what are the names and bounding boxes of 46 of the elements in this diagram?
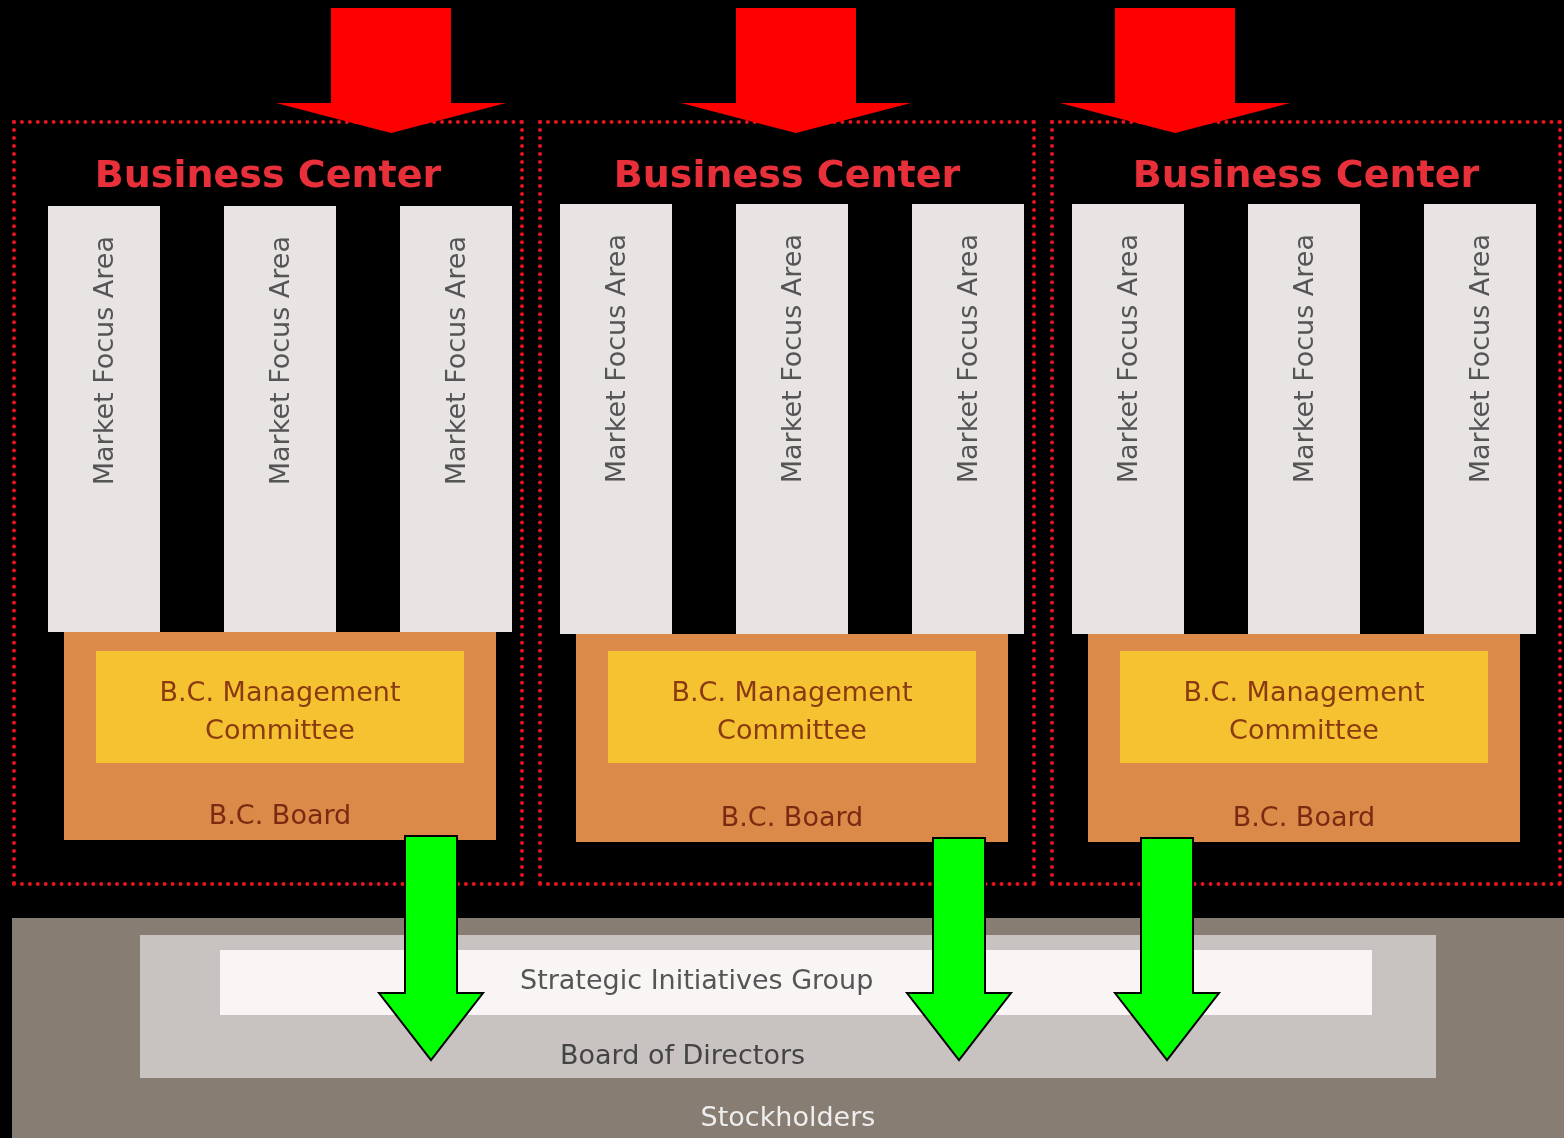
group-title: Business Center — [612, 152, 962, 196]
committee-label: B.C. Management Committee — [1182, 675, 1426, 747]
committee-label: B.C. Management Committee — [158, 675, 402, 747]
market-focus-column — [1072, 204, 1184, 634]
market-focus-column — [560, 204, 672, 634]
group-title: Business Center — [1131, 152, 1481, 196]
market-focus-column — [1248, 204, 1360, 634]
business-center-group — [12, 120, 524, 886]
column-label: Market Focus Area — [1112, 234, 1143, 484]
column-label: Market Focus Area — [776, 234, 807, 484]
directors-label: Board of Directors — [560, 1039, 806, 1070]
column-label: Market Focus Area — [1288, 234, 1319, 484]
market-focus-column — [1424, 204, 1536, 634]
column-label: Market Focus Area — [88, 236, 119, 486]
board-panel — [1088, 634, 1520, 842]
column-label: Market Focus Area — [264, 236, 295, 486]
column-label: Market Focus Area — [1464, 234, 1495, 484]
stockholders-band — [12, 918, 1564, 1138]
column-label: Market Focus Area — [952, 234, 983, 484]
initiatives-label: Strategic Initiatives Group — [520, 964, 874, 995]
committee-box — [96, 651, 464, 763]
column-label: Market Focus Area — [440, 236, 471, 486]
board-panel — [576, 634, 1008, 842]
business-center-group — [538, 120, 1036, 886]
stockholders-label: Stockholders — [699, 1101, 877, 1132]
market-focus-column — [224, 206, 336, 632]
board-label: B.C. Board — [207, 799, 353, 830]
block-arrow — [681, 8, 911, 133]
business-center-group — [1050, 120, 1562, 886]
block-arrow — [376, 835, 486, 1062]
market-focus-column — [400, 206, 512, 632]
board-panel — [64, 632, 496, 840]
board-label: B.C. Board — [1231, 801, 1377, 832]
market-focus-column — [48, 206, 160, 632]
block-arrow — [276, 8, 506, 133]
block-arrow — [1112, 837, 1222, 1062]
group-title: Business Center — [93, 152, 443, 196]
committee-box — [1120, 651, 1488, 763]
market-focus-column — [736, 204, 848, 634]
market-focus-column — [912, 204, 1024, 634]
block-arrow — [904, 837, 1014, 1062]
committee-box — [608, 651, 976, 763]
board-label: B.C. Board — [719, 801, 865, 832]
committee-label: B.C. Management Committee — [670, 675, 914, 747]
block-arrow — [1060, 8, 1290, 133]
column-label: Market Focus Area — [600, 234, 631, 484]
